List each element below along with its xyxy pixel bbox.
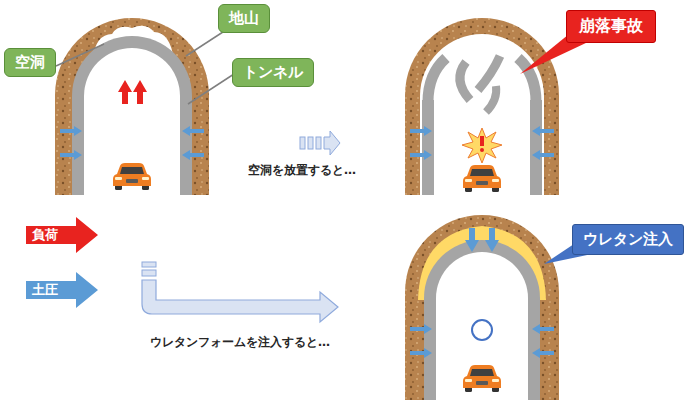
- callout-text: トンネル: [243, 63, 303, 82]
- callout-text: 崩落事故: [579, 16, 643, 37]
- earth-pressure-arrow: [532, 348, 554, 358]
- leader-line: [188, 74, 234, 104]
- falling-fragment: [460, 62, 470, 100]
- earth-pressure-arrow: [532, 126, 554, 136]
- tunnel-lining: [422, 100, 434, 195]
- warning-mark: [480, 136, 484, 146]
- callout-label: ウレタン注入: [572, 224, 684, 255]
- earth-pressure-arrow: [410, 324, 432, 334]
- tunnel-inside: [84, 48, 180, 195]
- earth-pressure-arrow: [60, 150, 82, 160]
- earth-pressure-arrow: [485, 228, 499, 252]
- earth-pressure-arrow: [410, 150, 432, 160]
- impact-burst: [462, 128, 502, 163]
- callout-label: 空洞: [4, 48, 56, 77]
- earth-pressure-arrow: [60, 126, 82, 136]
- earth-pressure-arrow: [410, 126, 432, 136]
- ground: [55, 18, 209, 195]
- car: [463, 165, 501, 192]
- tunnel-lining: [72, 36, 192, 195]
- callout-label: 崩落事故: [566, 10, 656, 43]
- legend-swatch: [26, 217, 98, 253]
- ground: [405, 215, 559, 400]
- legend-item: 土圧: [26, 272, 98, 308]
- tunnel-lining: [530, 100, 542, 195]
- car: [463, 365, 501, 392]
- leader-line: [186, 30, 226, 56]
- caption-text: 空洞を放置すると…: [248, 162, 356, 179]
- legend-item: 負荷: [26, 217, 98, 253]
- earth-pressure-arrow: [182, 126, 204, 136]
- load-arrow: [118, 80, 132, 104]
- falling-fragment: [478, 56, 500, 90]
- leader-line: [56, 44, 104, 66]
- tunnel-lining: [424, 240, 540, 400]
- earth-pressure-arrow: [410, 348, 432, 358]
- injection-arrow: [142, 262, 338, 322]
- transition-arrow: [300, 131, 340, 155]
- car: [113, 163, 151, 190]
- tunnel-before: [55, 18, 209, 195]
- safe-mark: [472, 320, 492, 340]
- tunnel-urethane: [405, 215, 559, 400]
- tunnel-inside: [436, 252, 528, 400]
- caption-text: ウレタンフォームを注入すると…: [150, 334, 330, 351]
- callout-text: 空洞: [15, 53, 45, 72]
- callout-label: 地山: [218, 4, 270, 33]
- broken-lining: [428, 58, 446, 102]
- earth-pressure-arrow: [465, 228, 479, 252]
- load-arrow: [133, 80, 147, 104]
- legend-text: 土圧: [32, 281, 58, 299]
- earth-pressure-arrow: [182, 150, 204, 160]
- callout-text: 地山: [229, 9, 259, 28]
- legend-text: 負荷: [32, 226, 58, 244]
- ground: [405, 18, 559, 195]
- falling-fragment: [486, 86, 496, 112]
- earth-pressure-arrow: [532, 324, 554, 334]
- legend-swatch: [26, 272, 98, 308]
- callout-text: ウレタン注入: [583, 230, 673, 249]
- collapsed-cavity: [420, 34, 544, 195]
- earth-pressure-arrow: [532, 150, 554, 160]
- warning-mark: [480, 148, 484, 152]
- tunnel-collapse: [405, 18, 559, 195]
- callout-label: トンネル: [232, 58, 314, 87]
